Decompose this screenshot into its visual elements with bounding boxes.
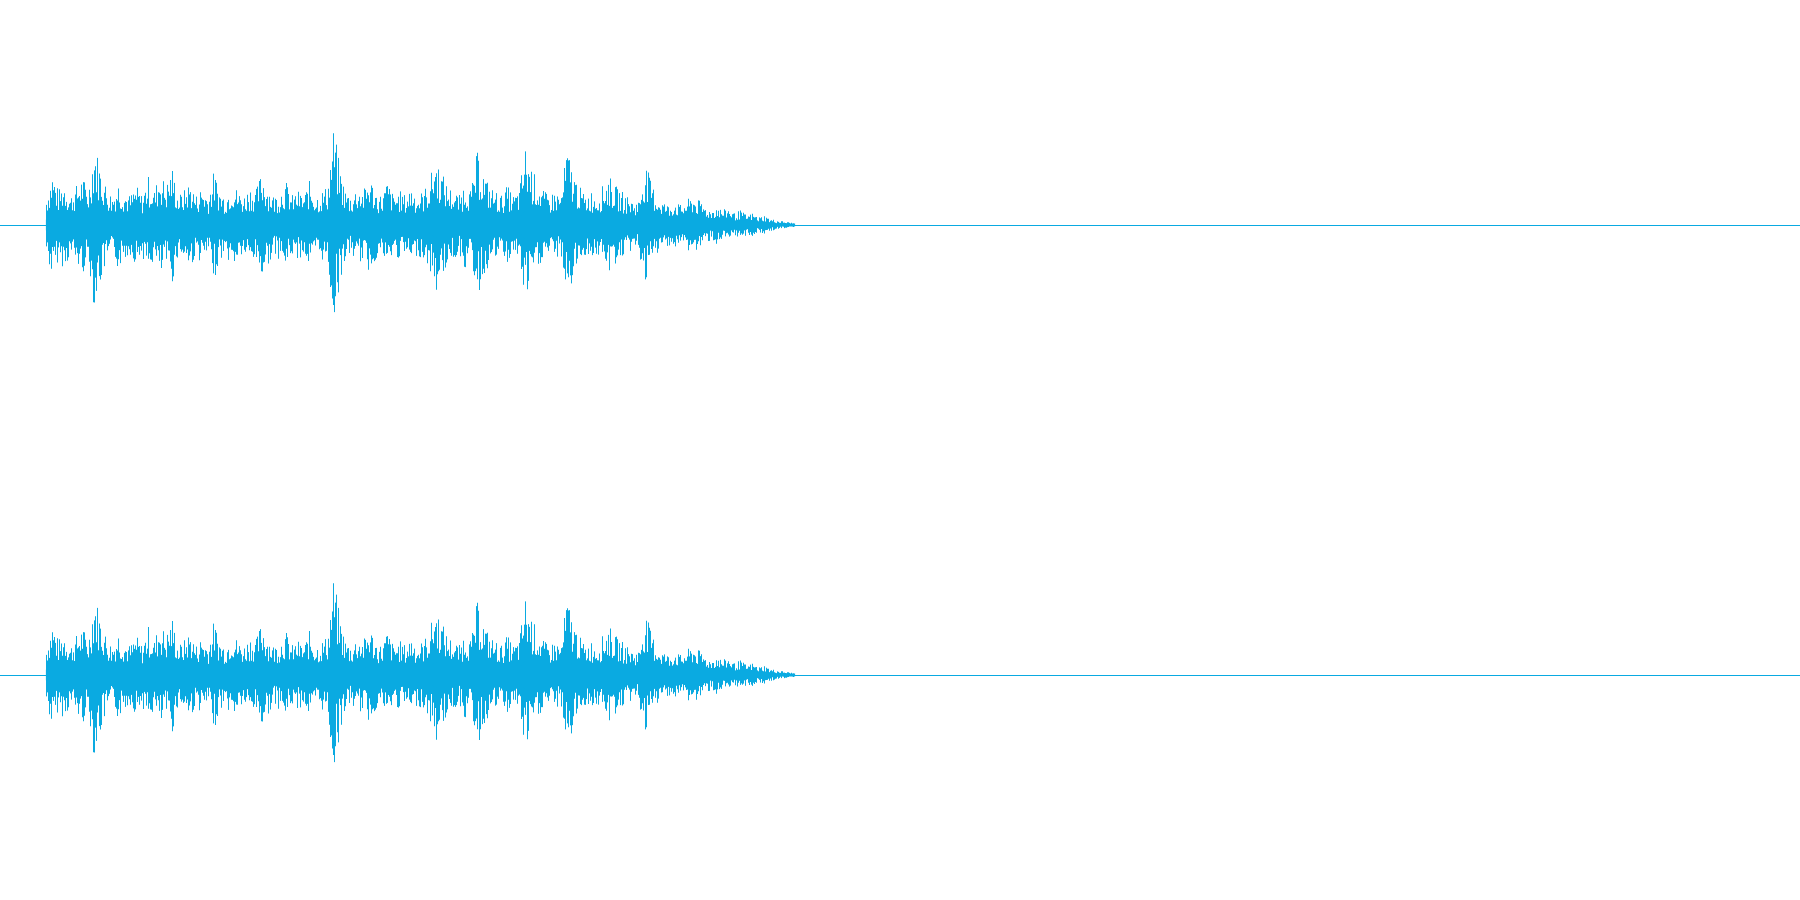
waveform-core: [45, 657, 796, 693]
channel-2-waveform: [0, 583, 1800, 763]
channel-1-waveform: [0, 133, 1800, 313]
waveform-core: [45, 207, 796, 243]
